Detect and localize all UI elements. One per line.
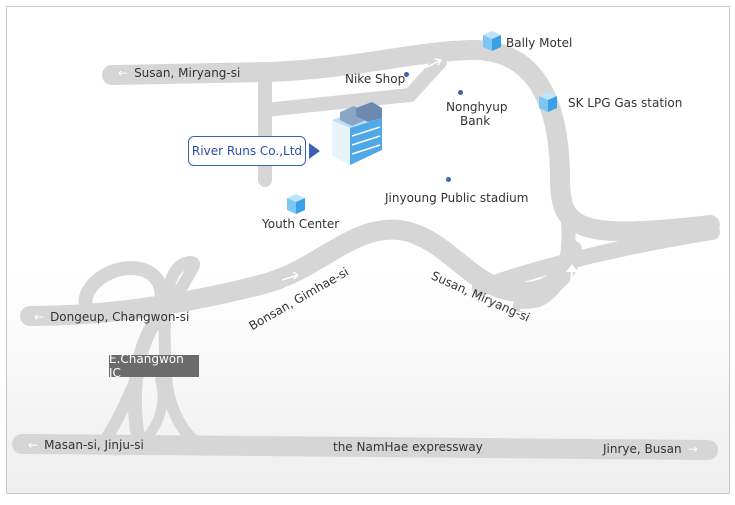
- arrow-left-icon: [34, 310, 50, 324]
- place-nonghyup-bank-line2: Bank: [460, 114, 491, 128]
- road-susan-top: [102, 39, 720, 242]
- turn-arrow-icon: [519, 269, 573, 311]
- road-expressway: [12, 434, 718, 460]
- place-sk-lpg: SK LPG Gas station: [568, 96, 683, 110]
- place-stadium: Jinyoung Public stadium: [385, 191, 529, 205]
- road-label-jinrye: Jinrye, Busan: [603, 442, 698, 456]
- road-label-expressway: the NamHae expressway: [333, 440, 483, 454]
- company-callout: River Runs Co.,Ltd: [188, 136, 306, 166]
- place-bally-motel: Bally Motel: [506, 36, 573, 50]
- callout-pointer: [309, 143, 320, 159]
- interchange-badge: E.Changwon IC: [109, 352, 199, 380]
- location-dot-icon: [404, 72, 409, 77]
- cube-building-icon: [539, 92, 557, 112]
- place-youth-center: Youth Center: [262, 217, 340, 231]
- arrow-left-icon: [118, 66, 134, 80]
- road-ic-loop-right: [158, 256, 211, 456]
- road-lower-loop: [513, 173, 576, 312]
- place-nike-shop: Nike Shop: [345, 72, 406, 86]
- building-icon: [332, 102, 382, 165]
- cube-building-icon: [287, 194, 305, 214]
- cube-building-icon: [483, 31, 501, 51]
- arrow-left-icon: [28, 438, 44, 452]
- location-dot-icon: [446, 177, 451, 182]
- road-arrow-icon: [281, 274, 299, 281]
- road-label-masan: Masan-si, Jinju-si: [28, 438, 144, 452]
- road-label-susan-top: Susan, Miryang-si: [118, 66, 240, 80]
- location-dot-icon: [458, 90, 463, 95]
- road-diagonal: [258, 55, 447, 117]
- place-nonghyup-bank-line1: Nonghyup: [446, 100, 508, 114]
- arrow-right-icon: [682, 442, 698, 456]
- road-right-merge: [472, 224, 720, 296]
- road-label-dongeup: Dongeup, Changwon-si: [34, 310, 189, 324]
- diagonal-arrow-icon: [424, 59, 442, 69]
